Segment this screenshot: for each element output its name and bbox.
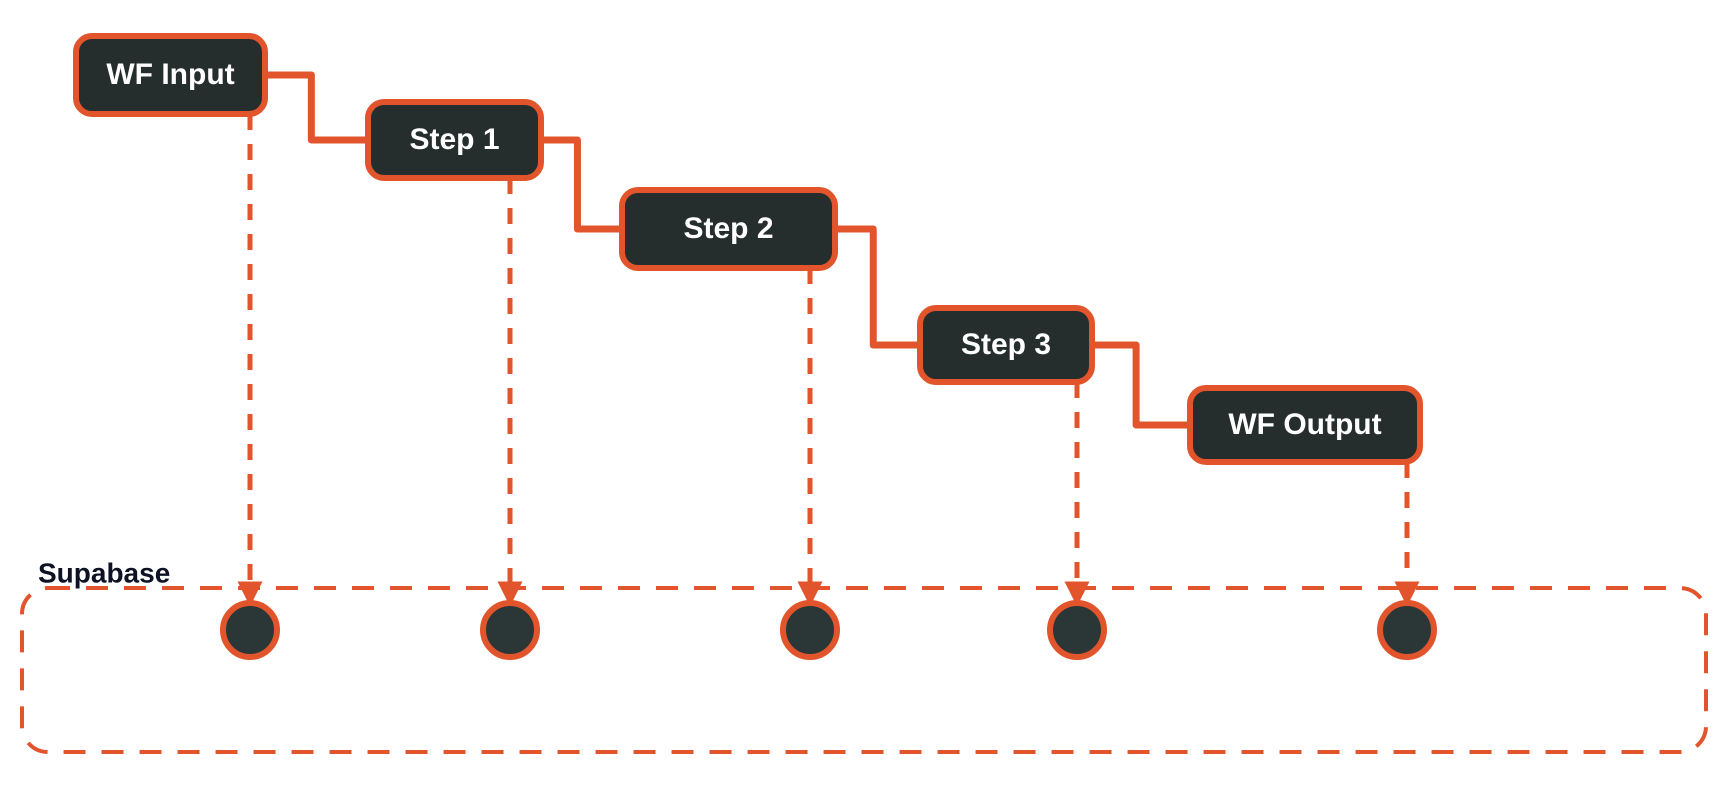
store-node-4[interactable] bbox=[1047, 600, 1107, 660]
connector-step-1-to-step-2 bbox=[537, 136, 626, 233]
supabase-group-label: Supabase bbox=[38, 557, 170, 588]
store-node-layer bbox=[220, 600, 1437, 660]
supabase-group: Supabase bbox=[20, 557, 1708, 754]
store-node-5[interactable] bbox=[1377, 600, 1437, 660]
node-step-2[interactable]: Step 2 bbox=[619, 187, 838, 271]
store-node-1[interactable] bbox=[220, 600, 280, 660]
node-wf-input-box[interactable] bbox=[73, 33, 268, 117]
node-wf-output-box[interactable] bbox=[1187, 385, 1423, 465]
store-node-3[interactable] bbox=[780, 600, 840, 660]
connector-step-3-to-wf-output bbox=[1088, 341, 1194, 429]
node-step-3[interactable]: Step 3 bbox=[917, 305, 1095, 385]
supabase-group-border bbox=[20, 586, 1708, 754]
connector-wf-input-to-step-1 bbox=[261, 71, 372, 144]
connector-step-2-to-step-3 bbox=[831, 225, 924, 349]
node-step-1-box[interactable] bbox=[365, 99, 544, 181]
persistence-link-layer bbox=[237, 114, 1420, 607]
node-wf-output[interactable]: WF Output bbox=[1187, 385, 1423, 465]
node-step-2-box[interactable] bbox=[619, 187, 838, 271]
store-node-2[interactable] bbox=[480, 600, 540, 660]
node-step-1[interactable]: Step 1 bbox=[365, 99, 544, 181]
node-layer: WF Input Step 1 Step 2 Step 3 WF Output bbox=[73, 33, 1423, 465]
node-step-3-box[interactable] bbox=[917, 305, 1095, 385]
connector-layer bbox=[261, 71, 1194, 429]
node-wf-input[interactable]: WF Input bbox=[73, 33, 268, 117]
